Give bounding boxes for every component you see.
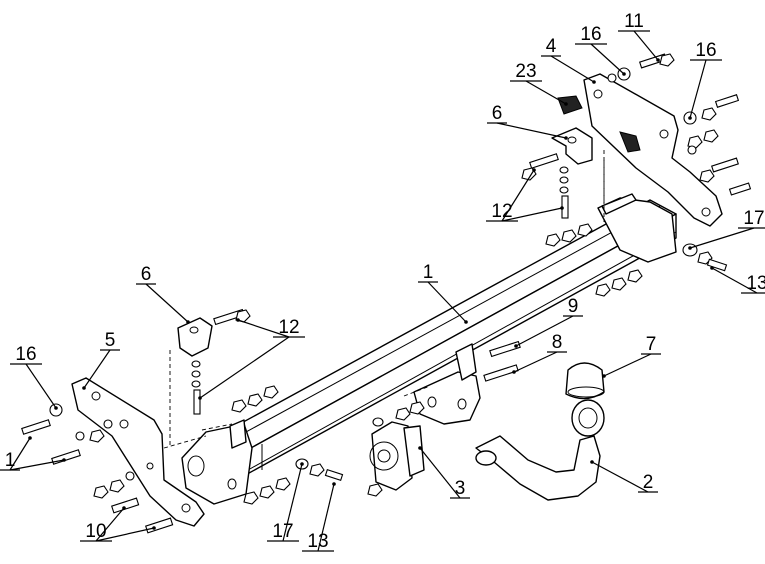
- leader-line: [550, 55, 595, 83]
- leader-arrow: [688, 246, 692, 250]
- leader-line: [9, 459, 65, 471]
- leader-line: [317, 483, 335, 552]
- leader-line: [237, 319, 290, 338]
- callout-label-23: 23: [515, 61, 536, 82]
- callout-label-12: 12: [491, 201, 512, 222]
- leader-line: [95, 527, 155, 542]
- callout-label-6: 6: [141, 264, 152, 285]
- leader-line: [95, 507, 125, 542]
- leader-arrow: [656, 58, 660, 62]
- leader-arrow: [82, 386, 86, 390]
- callout-label-10: 10: [85, 521, 106, 542]
- ball-mount-bracket: [413, 343, 481, 425]
- leader-arrow: [564, 102, 568, 106]
- leader-line: [145, 283, 189, 323]
- clip-23-b: [619, 131, 641, 153]
- callout-label-17: 17: [743, 208, 764, 229]
- callout-label-3: 3: [455, 478, 466, 499]
- leader-line: [25, 363, 57, 409]
- callout-label-11: 11: [624, 11, 644, 32]
- leader-arrow: [564, 136, 568, 140]
- callout-label-16: 16: [15, 344, 36, 365]
- leader-arrow: [514, 344, 518, 348]
- fastener-set: [21, 53, 752, 534]
- leader-arrow: [622, 72, 626, 76]
- leader-line: [427, 281, 467, 323]
- leader-line: [633, 30, 659, 61]
- left-side-bracket: [71, 377, 207, 527]
- leader-arrow: [560, 206, 564, 210]
- leader-arrow: [122, 506, 126, 510]
- leader-line: [501, 169, 535, 222]
- tow-ball-neck: [475, 399, 605, 501]
- leader-arrow: [710, 266, 714, 270]
- leader-arrow: [532, 168, 536, 172]
- leader-line: [689, 59, 707, 119]
- leader-line: [513, 351, 558, 373]
- leader-line: [711, 267, 758, 294]
- leader-arrow: [602, 374, 606, 378]
- leader-line: [9, 437, 31, 471]
- leader-arrow: [62, 458, 66, 462]
- callout-label-5: 5: [105, 330, 116, 351]
- callout-label-16: 16: [580, 24, 601, 45]
- leader-line: [525, 80, 567, 105]
- callout-label-17: 17: [272, 521, 293, 542]
- leader-arrow: [300, 462, 304, 466]
- leader-arrow: [54, 406, 58, 410]
- leader-line: [419, 447, 461, 499]
- leader-line: [515, 315, 574, 347]
- clip-23: [557, 95, 583, 115]
- callout-label-4: 4: [546, 36, 557, 57]
- leader-arrow: [332, 482, 336, 486]
- right-side-bracket: [583, 73, 723, 227]
- leader-arrow: [512, 370, 516, 374]
- ball-cover-cap: [565, 362, 605, 400]
- leader-arrow: [464, 320, 468, 324]
- callout-label-12: 12: [278, 317, 299, 338]
- upper-clamp-left: [169, 317, 213, 446]
- leader-line: [83, 349, 111, 389]
- callout-label-1: 1: [423, 262, 434, 283]
- callout-label-7: 7: [646, 334, 657, 355]
- leader-arrow: [198, 396, 202, 400]
- main-crossbeam: [213, 199, 677, 479]
- beam-right-endplate: [597, 193, 677, 263]
- leader-line: [590, 43, 625, 75]
- leader-line: [501, 207, 563, 222]
- assembly-lines: [201, 160, 605, 431]
- socket-plate: [369, 421, 425, 491]
- leader-line: [282, 463, 303, 542]
- callout-label-16: 16: [695, 40, 716, 61]
- leader-arrow: [152, 526, 156, 530]
- callout-label-13: 13: [746, 273, 765, 294]
- callout-label-6: 6: [492, 103, 503, 124]
- leader-arrow: [28, 436, 32, 440]
- callout-label-8: 8: [552, 332, 563, 353]
- leader-arrow: [186, 320, 190, 324]
- leader-line: [689, 227, 755, 249]
- leader-line: [591, 461, 649, 493]
- callout-label-9: 9: [568, 296, 579, 317]
- leader-arrow: [688, 116, 692, 120]
- leader-line: [496, 122, 567, 139]
- callout-label-13: 13: [307, 531, 328, 552]
- leader-arrow: [236, 318, 240, 322]
- leader-line: [199, 336, 290, 399]
- callout-label-2: 2: [643, 472, 654, 493]
- beam-left-endplate: [181, 419, 253, 505]
- leader-line: [603, 353, 652, 377]
- callout-label-1: 1: [5, 450, 16, 471]
- leader-arrow: [592, 80, 596, 84]
- leader-arrow: [418, 446, 422, 450]
- leader-arrow: [590, 460, 594, 464]
